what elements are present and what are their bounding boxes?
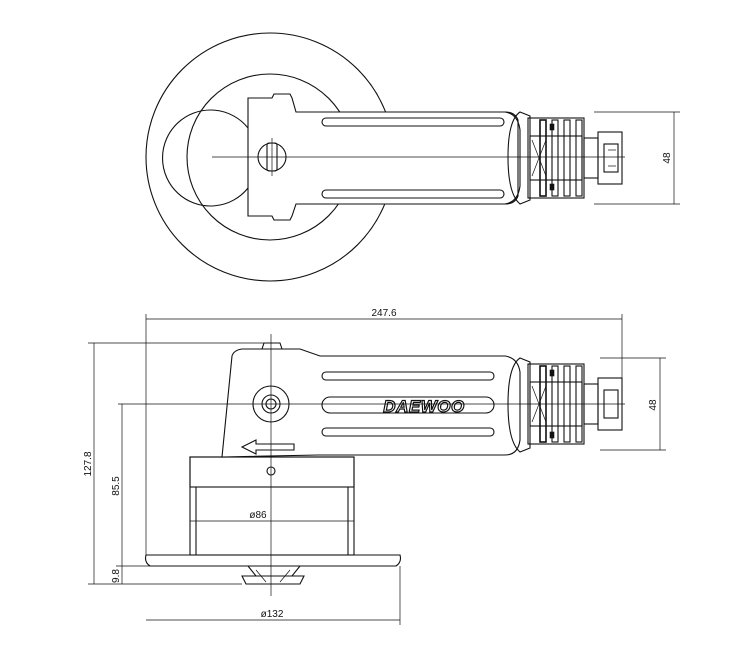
side-dim-48-label: 48 (648, 399, 659, 411)
top-coupling-ring-1 (539, 119, 547, 197)
dim-86-label: ø86 (249, 510, 267, 521)
side-handle-slot-2 (321, 427, 495, 437)
top-nut (583, 137, 599, 179)
side-logo-frame (321, 396, 495, 414)
top-dim-48-label: 48 (662, 152, 673, 164)
brand-logo: DAEWOO (383, 397, 464, 416)
top-fitting (597, 131, 623, 185)
rotation-arrow-icon (240, 439, 295, 455)
top-coupling-ring-3 (563, 119, 571, 197)
dim-132-label: ø132 (261, 609, 284, 620)
side-top-bump (261, 342, 283, 350)
side-pad-housing (189, 456, 355, 556)
top-coupling-ring-4 (575, 119, 583, 197)
dim-127-label: 127.8 (83, 451, 94, 476)
side-rear-cap (507, 357, 531, 453)
side-bottom-fitting-detail (255, 569, 291, 583)
side-head-block (221, 348, 521, 458)
top-handle-body (296, 111, 521, 205)
top-coupling-band (529, 135, 583, 181)
side-view: DAEWOO 247.6 48 127.8 (83, 308, 666, 625)
top-fitting-inner (603, 143, 619, 173)
side-handle-slot-1 (321, 371, 495, 381)
top-neck-arc (161, 109, 249, 207)
dim-9-label: 9.8 (111, 569, 122, 583)
top-handle-slot-lower (321, 189, 505, 199)
side-bottom-fitting (241, 565, 305, 585)
top-coupling-cross (531, 139, 547, 177)
side-pad-housing-band (189, 456, 355, 488)
top-coupling-tab-lower (549, 183, 555, 191)
side-coupling-tab-upper (549, 369, 555, 377)
top-handle-slot-upper (321, 117, 505, 127)
side-sanding-pad (144, 554, 402, 567)
dim-85-label: 85.5 (111, 476, 122, 496)
top-rear-cap (507, 111, 531, 205)
top-view: 48 (145, 32, 680, 282)
dim-247-label: 247.6 (371, 308, 396, 319)
side-coupling-tab-lower (549, 431, 555, 439)
top-coupling-tab-upper (549, 123, 555, 131)
top-coupling-ring-2 (551, 119, 559, 197)
